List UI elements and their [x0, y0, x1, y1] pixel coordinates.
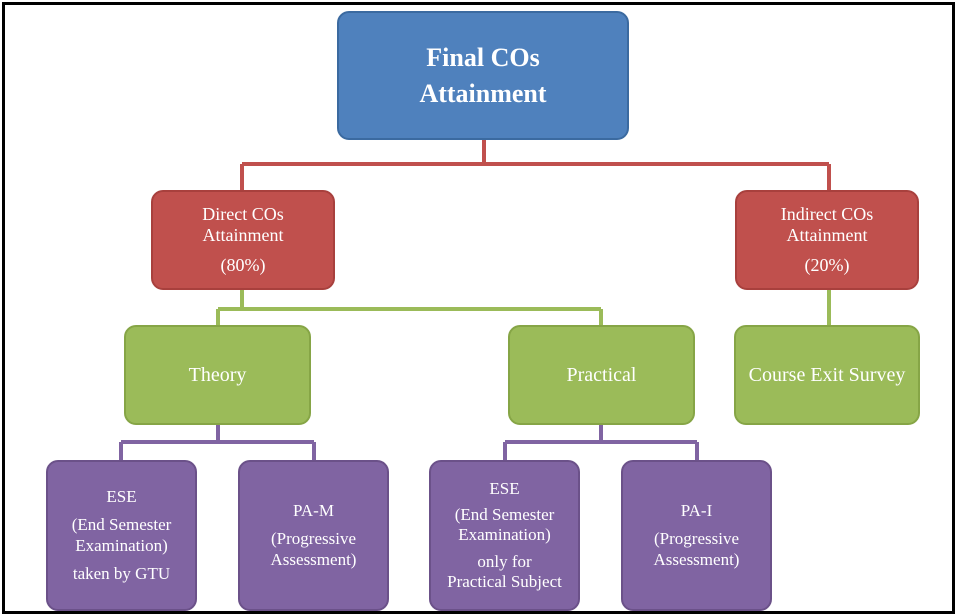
node-label: Practical Subject [447, 572, 562, 592]
node-label: PA-I [680, 500, 713, 520]
node-label: (Progressive [654, 529, 739, 549]
node-label: (End Semester [454, 504, 555, 524]
node-pa-i: PA-I (Progressive Assessment) [621, 460, 772, 611]
node-label: (End Semester [71, 515, 172, 535]
node-percentage: (20%) [804, 254, 850, 275]
node-course-exit-survey: Course Exit Survey [734, 325, 920, 425]
node-label: PA-M [293, 500, 334, 520]
node-final-cos-attainment: Final COs Attainment [337, 11, 629, 140]
node-practical: Practical [508, 325, 695, 425]
node-label: Attainment [419, 78, 547, 108]
node-ese-practical: ESE (End Semester Examination) only for … [429, 460, 580, 611]
node-label: Assessment) [270, 549, 357, 569]
node-pa-m: PA-M (Progressive Assessment) [238, 460, 389, 611]
node-label: Theory [188, 364, 247, 386]
node-indirect-cos-attainment: Indirect COs Attainment (20%) [735, 190, 919, 290]
node-label: Attainment [786, 225, 868, 246]
node-ese-theory: ESE (End Semester Examination) taken by … [46, 460, 197, 611]
node-label: taken by GTU [72, 563, 171, 583]
node-label: ESE [106, 486, 137, 506]
node-label: Examination) [75, 535, 168, 555]
node-label: Attainment [202, 225, 284, 246]
node-label: (Progressive [271, 529, 356, 549]
node-label: only for [477, 551, 532, 571]
node-label: Course Exit Survey [748, 364, 906, 386]
node-percentage: (80%) [220, 254, 266, 275]
node-label: Indirect COs [780, 203, 874, 224]
node-label: Assessment) [653, 549, 740, 569]
node-label: Examination) [458, 525, 551, 545]
node-label: Practical [566, 364, 637, 386]
node-label: ESE [489, 478, 520, 498]
node-label: Direct COs [202, 203, 284, 224]
node-label: Final COs [426, 43, 540, 73]
node-theory: Theory [124, 325, 311, 425]
node-direct-cos-attainment: Direct COs Attainment (80%) [151, 190, 335, 290]
